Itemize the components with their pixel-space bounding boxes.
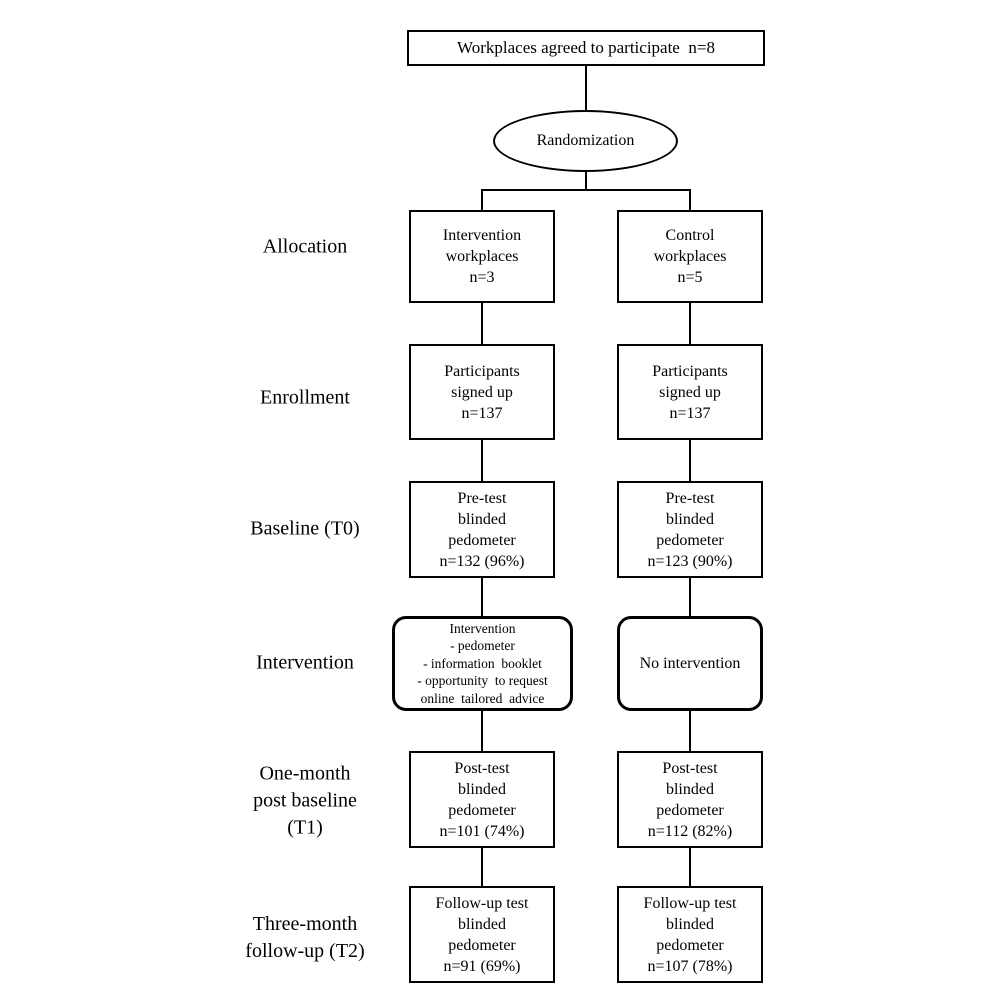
stage-label-one-month-t1: One-month post baseline (T1) (253, 762, 357, 839)
box-right-follow-up-test: Follow-up test blinded pedometer n=107 (… (617, 886, 763, 983)
box-left-pre-test: Pre-test blinded pedometer n=132 (96%) (409, 481, 555, 578)
connector-left-posttest-followup (481, 848, 483, 886)
stage-label-baseline-t0: Baseline (T0) (250, 517, 360, 540)
box-intervention-details: Intervention - pedometer - information b… (392, 616, 573, 711)
stage-label-three-month-t2: Three-month follow-up (T2) (245, 913, 365, 962)
box-right-pre-test: Pre-test blinded pedometer n=123 (90%) (617, 481, 763, 578)
randomization-ellipse: Randomization (493, 110, 678, 172)
connector-right-baseline-intervention (689, 578, 691, 616)
connector-right-posttest-followup (689, 848, 691, 886)
connector-left-allocation-enrollment (481, 303, 483, 344)
connector-right-allocation-enrollment (689, 303, 691, 344)
connector-ellipse-to-branch (585, 172, 587, 191)
connector-topbox-to-ellipse (585, 66, 587, 110)
connector-branch-horizontal (481, 189, 691, 191)
connector-left-baseline-intervention (481, 578, 483, 616)
connector-right-enrollment-baseline (689, 440, 691, 481)
connector-left-intervention-posttest (481, 711, 483, 751)
box-workplaces-agreed: Workplaces agreed to participate n=8 (407, 30, 765, 66)
stage-label-allocation: Allocation (262, 235, 348, 258)
connector-branch-right-drop (689, 189, 691, 210)
connector-branch-left-drop (481, 189, 483, 210)
connector-left-enrollment-baseline (481, 440, 483, 481)
box-left-follow-up-test: Follow-up test blinded pedometer n=91 (6… (409, 886, 555, 983)
connector-right-intervention-posttest (689, 711, 691, 751)
box-right-post-test: Post-test blinded pedometer n=112 (82%) (617, 751, 763, 848)
box-right-participants-signed-up: Participants signed up n=137 (617, 344, 763, 440)
stage-label-intervention: Intervention (256, 651, 354, 674)
stage-label-enrollment: Enrollment (260, 386, 350, 409)
box-intervention-workplaces: Intervention workplaces n=3 (409, 210, 555, 303)
box-no-intervention: No intervention (617, 616, 763, 711)
box-left-participants-signed-up: Participants signed up n=137 (409, 344, 555, 440)
box-control-workplaces: Control workplaces n=5 (617, 210, 763, 303)
box-left-post-test: Post-test blinded pedometer n=101 (74%) (409, 751, 555, 848)
